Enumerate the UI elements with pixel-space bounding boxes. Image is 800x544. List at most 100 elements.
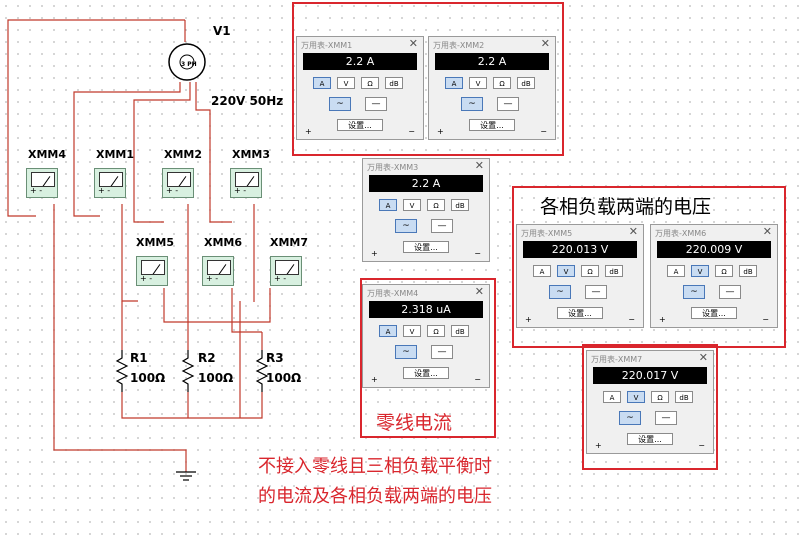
reading-display: 2.2 A [303,53,417,70]
close-icon[interactable]: ✕ [762,225,772,238]
settings-button[interactable]: 设置... [627,433,673,445]
close-icon[interactable]: ✕ [698,351,708,364]
dc-mode-button[interactable]: — [431,219,453,233]
reading-display: 2.318 uA [369,301,483,318]
settings-button[interactable]: 设置... [557,307,603,319]
dc-mode-button[interactable]: — [719,285,741,299]
db-button[interactable]: dB [517,77,535,89]
resistor-name-r2: R2 [198,351,216,365]
reading-display: 2.2 A [435,53,549,70]
dc-mode-button[interactable]: — [655,411,677,425]
settings-button[interactable]: 设置... [403,367,449,379]
ac-mode-button[interactable]: ~ [619,411,641,425]
amps-button[interactable]: A [379,325,397,337]
db-button[interactable]: dB [451,325,469,337]
volts-button[interactable]: V [469,77,487,89]
multimeter-icon-xmm4[interactable]: + - [26,168,58,198]
ohms-button[interactable]: Ω [427,199,445,211]
multimeter-icon-xmm6[interactable]: + - [202,256,234,286]
meter-label-xmm5: XMM5 [136,236,174,249]
ohms-button[interactable]: Ω [493,77,511,89]
multimeter-panel-xmm4[interactable]: 万用表-XMM4 ✕ 2.318 uA A V Ω dB ~ — 设置... +… [362,284,490,388]
db-button[interactable]: dB [739,265,757,277]
volts-button[interactable]: V [337,77,355,89]
db-button[interactable]: dB [451,199,469,211]
minus-terminal: − [762,315,769,324]
reading-display: 220.013 V [523,241,637,258]
ohms-button[interactable]: Ω [651,391,669,403]
multimeter-panel-xmm1[interactable]: 万用表-XMM1 ✕ 2.2 A A V Ω dB ~ — 设置... + − [296,36,424,140]
amps-button[interactable]: A [313,77,331,89]
minus-terminal: − [474,375,481,384]
settings-button[interactable]: 设置... [403,241,449,253]
amps-button[interactable]: A [603,391,621,403]
panel-title: 万用表-XMM5 [521,229,573,238]
volts-button[interactable]: V [691,265,709,277]
caption-line-2: 的电流及各相负载两端的电压 [258,486,492,507]
panel-title: 万用表-XMM3 [367,163,419,172]
ac-mode-button[interactable]: ~ [329,97,351,111]
ohms-button[interactable]: Ω [361,77,379,89]
multimeter-panel-xmm6[interactable]: 万用表-XMM6 ✕ 220.009 V A V Ω dB ~ — 设置... … [650,224,778,328]
neutral-current-label: 零线电流 [376,412,453,434]
amps-button[interactable]: A [379,199,397,211]
multimeter-icon-xmm2[interactable]: + - [162,168,194,198]
volts-button[interactable]: V [403,325,421,337]
meter-label-xmm7: XMM7 [270,236,308,249]
plus-terminal: + [371,249,378,258]
multimeter-panel-xmm3[interactable]: 万用表-XMM3 ✕ 2.2 A A V Ω dB ~ — 设置... + − [362,158,490,262]
panel-title: 万用表-XMM1 [301,41,353,50]
ground-icon [176,471,196,481]
db-button[interactable]: dB [605,265,623,277]
ac-mode-button[interactable]: ~ [683,285,705,299]
multimeter-icon-xmm3[interactable]: + - [230,168,262,198]
volts-button[interactable]: V [403,199,421,211]
volts-button[interactable]: V [627,391,645,403]
current-panels-highlight [292,2,564,156]
multimeter-panel-xmm7[interactable]: 万用表-XMM7 ✕ 220.017 V A V Ω dB ~ — 设置... … [586,350,714,454]
close-icon[interactable]: ✕ [474,285,484,298]
plus-terminal: + [525,315,532,324]
settings-button[interactable]: 设置... [337,119,383,131]
plus-terminal: + [305,127,312,136]
amps-button[interactable]: A [445,77,463,89]
meter-label-xmm2: XMM2 [164,148,202,161]
volts-button[interactable]: V [557,265,575,277]
close-icon[interactable]: ✕ [474,159,484,172]
source-rating: 220V 50Hz [211,94,283,108]
ohms-button[interactable]: Ω [427,325,445,337]
amps-button[interactable]: A [533,265,551,277]
settings-button[interactable]: 设置... [469,119,515,131]
close-icon[interactable]: ✕ [408,37,418,50]
resistor-name-r3: R3 [266,351,284,365]
settings-button[interactable]: 设置... [691,307,737,319]
minus-terminal: − [474,249,481,258]
ac-mode-button[interactable]: ~ [395,345,417,359]
db-button[interactable]: dB [675,391,693,403]
close-icon[interactable]: ✕ [628,225,638,238]
close-icon[interactable]: ✕ [540,37,550,50]
minus-terminal: − [540,127,547,136]
panel-title: 万用表-XMM2 [433,41,485,50]
dc-mode-button[interactable]: — [585,285,607,299]
multimeter-icon-xmm7[interactable]: + - [270,256,302,286]
ac-mode-button[interactable]: ~ [461,97,483,111]
multimeter-panel-xmm5[interactable]: 万用表-XMM5 ✕ 220.013 V A V Ω dB ~ — 设置... … [516,224,644,328]
multimeter-icon-xmm1[interactable]: + - [94,168,126,198]
dc-mode-button[interactable]: — [431,345,453,359]
meter-label-xmm3: XMM3 [232,148,270,161]
meter-label-xmm4: XMM4 [28,148,66,161]
ac-mode-button[interactable]: ~ [395,219,417,233]
plus-terminal: + [371,375,378,384]
dc-mode-button[interactable]: — [497,97,519,111]
plus-terminal: + [437,127,444,136]
ohms-button[interactable]: Ω [715,265,733,277]
dc-mode-button[interactable]: — [365,97,387,111]
amps-button[interactable]: A [667,265,685,277]
ohms-button[interactable]: Ω [581,265,599,277]
ac-mode-button[interactable]: ~ [549,285,571,299]
minus-terminal: − [408,127,415,136]
db-button[interactable]: dB [385,77,403,89]
multimeter-icon-xmm5[interactable]: + - [136,256,168,286]
multimeter-panel-xmm2[interactable]: 万用表-XMM2 ✕ 2.2 A A V Ω dB ~ — 设置... + − [428,36,556,140]
